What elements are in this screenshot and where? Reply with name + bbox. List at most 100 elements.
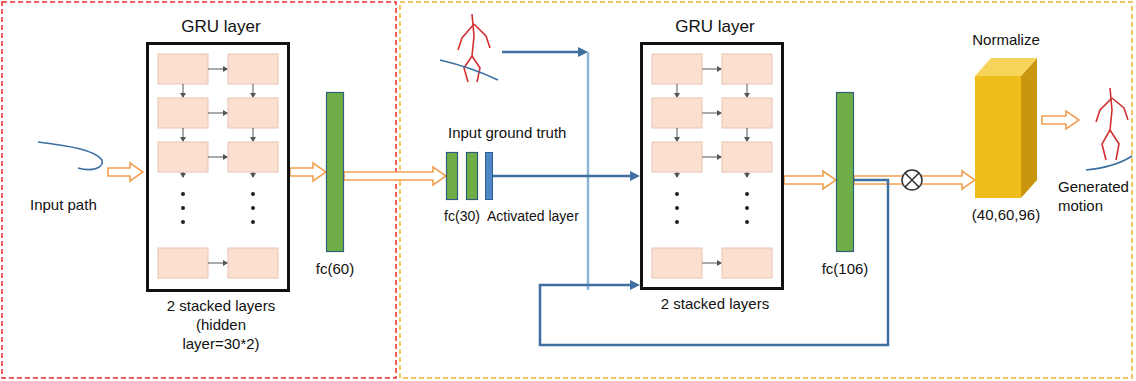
layer-bar: fc(30) [446,152,478,200]
arrow-head [223,66,228,72]
figure-label: Input path [30,196,120,215]
ellipsis-dot [675,192,679,196]
region-panel [400,2,1132,378]
gru-cell [652,142,702,172]
dense-layer-bar [837,93,854,252]
ellipsis-dot [251,192,255,196]
layer-bar: fc(60) [326,92,344,252]
normalize-cube: Normalize(40,60,96) [975,58,1037,198]
region-panel [2,2,396,378]
cube-top [975,58,1037,76]
flow-arrow-shape [784,171,836,189]
merge-bracket [587,52,590,290]
gru-cell [228,248,278,278]
feed-line [493,171,640,181]
skeleton-bone [458,24,474,50]
arrow-head [674,173,680,178]
path-curve [440,60,498,80]
arrow-head [250,137,256,142]
gru-cell [158,248,208,278]
ellipsis-dot [181,220,185,224]
skeleton-bone [1102,130,1110,160]
arrow-head [717,66,722,72]
ellipsis-dot [251,206,255,210]
ellipsis-dot [675,206,679,210]
activation-bar [486,153,493,200]
feed-line-path [493,175,631,178]
layer-caption: fc(106) [812,260,878,279]
dense-layer-bar [467,153,478,200]
layer-title: Normalize [958,31,1054,50]
arrow-head [717,260,722,266]
gru-cells [158,54,278,278]
arrow-head [250,173,256,178]
ellipsis-dot [675,220,679,224]
multiply-operator [902,170,922,190]
path-curve [38,142,102,170]
layer-caption: Activated layer [487,208,599,226]
layer-caption: 2 stacked layers [645,295,785,314]
gru-cell [652,98,702,128]
arrow-head [180,137,186,142]
gru-cell [158,142,208,172]
figure-label: Input ground truth [448,124,588,143]
shape-graphic [485,152,493,200]
gru-cell [652,248,702,278]
shape-graphic [146,42,290,292]
layer-caption: fc(30) [437,208,487,226]
arrow-head [674,137,680,142]
gru-layer-box: GRU layer2 stacked layers [640,42,784,290]
dense-layer-bar [447,153,458,200]
cube-front [975,76,1021,198]
skeleton-figure [1086,88,1132,170]
skeleton-bone [1096,98,1112,122]
gru-cell [722,142,772,172]
ellipsis-dot [745,206,749,210]
arrow-head [674,93,680,98]
dense-layer-bar [327,93,344,252]
shape-graphic [640,42,784,290]
arrow-head [630,280,640,290]
skeleton-bone [1110,130,1119,160]
skeleton-bone [474,24,490,48]
layer-bar: Activated layer [485,152,493,200]
gru-cell [228,98,278,128]
arrow-head [223,260,228,266]
skeleton-figure [440,14,498,82]
arrow-head [744,137,750,142]
arrow-head [250,93,256,98]
shape-graphic [326,92,344,252]
multiply-circle [902,170,922,190]
arrow-head [180,93,186,98]
flow-arrow [1042,111,1079,129]
skeleton-bone [1112,98,1128,120]
gru-cell [228,142,278,172]
arrow-head [717,110,722,116]
arrow-head [744,173,750,178]
shape-graphic [975,58,1037,198]
ellipsis-dot [745,192,749,196]
flow-arrow [290,163,326,181]
flow-arrow-shape [344,167,446,185]
skeleton-bone [472,14,474,56]
gru-cell [722,98,772,128]
gru-cells [652,54,772,278]
gru-cell [158,54,208,84]
gru-cell [652,54,702,84]
layer-caption: fc(60) [305,260,365,279]
flow-arrow-shape [290,163,326,181]
shape-graphic [446,152,478,200]
layer-title: GRU layer [645,16,785,37]
layer-caption: (40,60,96) [958,206,1054,225]
figure-label: Generated motion [1058,178,1132,216]
ellipsis-dot [181,192,185,196]
flow-arrow [108,163,143,181]
arrow-head [578,47,588,57]
arrow-head [744,93,750,98]
layer-title: GRU layer [151,16,291,37]
gru-cell [158,98,208,128]
arrow-head [223,110,228,116]
shape-graphic [836,92,854,252]
